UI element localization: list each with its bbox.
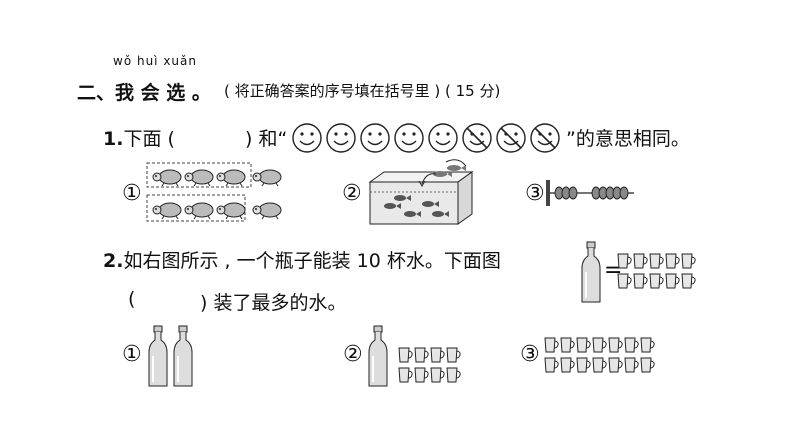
cup-icon [446, 347, 461, 363]
smile-face-icon [292, 123, 322, 153]
q2-option-2-label[interactable]: ② [343, 342, 363, 367]
cup-icon [414, 347, 429, 363]
cup-icon [649, 273, 664, 289]
q1-option-1-label[interactable]: ① [122, 181, 142, 206]
q1-text-after: ”的意思相同。 [566, 128, 690, 150]
turtle-group-icon [146, 162, 282, 222]
cup-icon [430, 367, 445, 383]
cup-icon [681, 273, 696, 289]
cup-icon [592, 357, 607, 373]
q1-number: 1. [103, 128, 124, 150]
turtle-icon [216, 169, 246, 187]
turtle-icon [184, 202, 214, 220]
cup-icon [576, 337, 591, 353]
smile-face-icon [428, 123, 458, 153]
cup-icon [414, 367, 429, 383]
turtle-icon [152, 202, 182, 220]
option-3-cups [544, 336, 662, 376]
cup-icon [617, 253, 632, 269]
q2-line1: 如右图所示 , 一个瓶子能装 10 杯水。下面图 [123, 250, 501, 272]
turtle-icon [216, 202, 246, 220]
q1-stem: 1.下面 ( [103, 124, 175, 151]
cup-icon [640, 337, 655, 353]
smile-face-icon [394, 123, 424, 153]
fish-icon [394, 195, 411, 201]
section-heading: 二、我 会 选 。 [77, 82, 211, 104]
fish-icon [433, 171, 452, 177]
cup-icon [649, 253, 664, 269]
bottle-icon [581, 241, 601, 303]
q2-line2-after: ) 装了最多的水。 [200, 292, 347, 314]
fish-icon [432, 211, 449, 217]
smile-face-icon [326, 123, 356, 153]
fish-icon [384, 203, 401, 209]
cup-icon [640, 357, 655, 373]
cup-icon [560, 357, 575, 373]
cup-icon [608, 337, 623, 353]
cup-icon [665, 253, 680, 269]
q1-text-mid: ) 和“ [245, 128, 288, 150]
cup-icon [665, 273, 680, 289]
bottle-icon [173, 325, 193, 387]
q1-text-before: 下面 ( [123, 128, 175, 150]
q2-paren-open: ( [128, 288, 136, 310]
cup-icon [633, 253, 648, 269]
cup-icon [430, 347, 445, 363]
section-pinyin: wǒ huì xuǎn [113, 54, 197, 68]
bottle-icon [368, 325, 388, 387]
turtle-icon [184, 169, 214, 187]
crossed-face-icon [530, 123, 560, 153]
crossed-face-icon [462, 123, 492, 153]
q1-answer-blank[interactable] [183, 130, 243, 152]
reference-cups [617, 252, 699, 292]
cup-icon [681, 253, 696, 269]
turtle-icon [152, 169, 182, 187]
q2-option-3-label[interactable]: ③ [520, 342, 540, 367]
cup-icon [398, 367, 413, 383]
cup-icon [633, 273, 648, 289]
smile-face-icon [360, 123, 390, 153]
cup-icon [446, 367, 461, 383]
section-instruction: ( 将正确答案的序号填在括号里 ) ( 15 分) [224, 82, 501, 100]
cup-icon [398, 347, 413, 363]
turtle-icon [252, 202, 282, 220]
q2-number: 2. [103, 250, 124, 272]
fish-icon [447, 165, 466, 171]
fish-icon [404, 211, 421, 217]
cup-icon [624, 357, 639, 373]
bottle-icon [148, 325, 168, 387]
q2-option-1-label[interactable]: ① [122, 342, 142, 367]
crossed-face-icon [496, 123, 526, 153]
q2-stem-line1: 2.如右图所示 , 一个瓶子能装 10 杯水。下面图 [103, 246, 501, 273]
q1-faces-row [292, 123, 560, 153]
cup-icon [544, 357, 559, 373]
turtle-icon [252, 169, 282, 187]
option-2-cups [398, 346, 464, 386]
cup-icon [617, 273, 632, 289]
fish-tank-icon [368, 159, 474, 225]
fish-icon [422, 201, 439, 207]
cup-icon [576, 357, 591, 373]
cup-icon [544, 337, 559, 353]
abacus-beads-icon [546, 180, 634, 206]
cup-icon [624, 337, 639, 353]
q1-option-3-label[interactable]: ③ [525, 181, 545, 206]
q1-option-2-label[interactable]: ② [342, 181, 362, 206]
cup-icon [560, 337, 575, 353]
cup-icon [592, 337, 607, 353]
cup-icon [608, 357, 623, 373]
